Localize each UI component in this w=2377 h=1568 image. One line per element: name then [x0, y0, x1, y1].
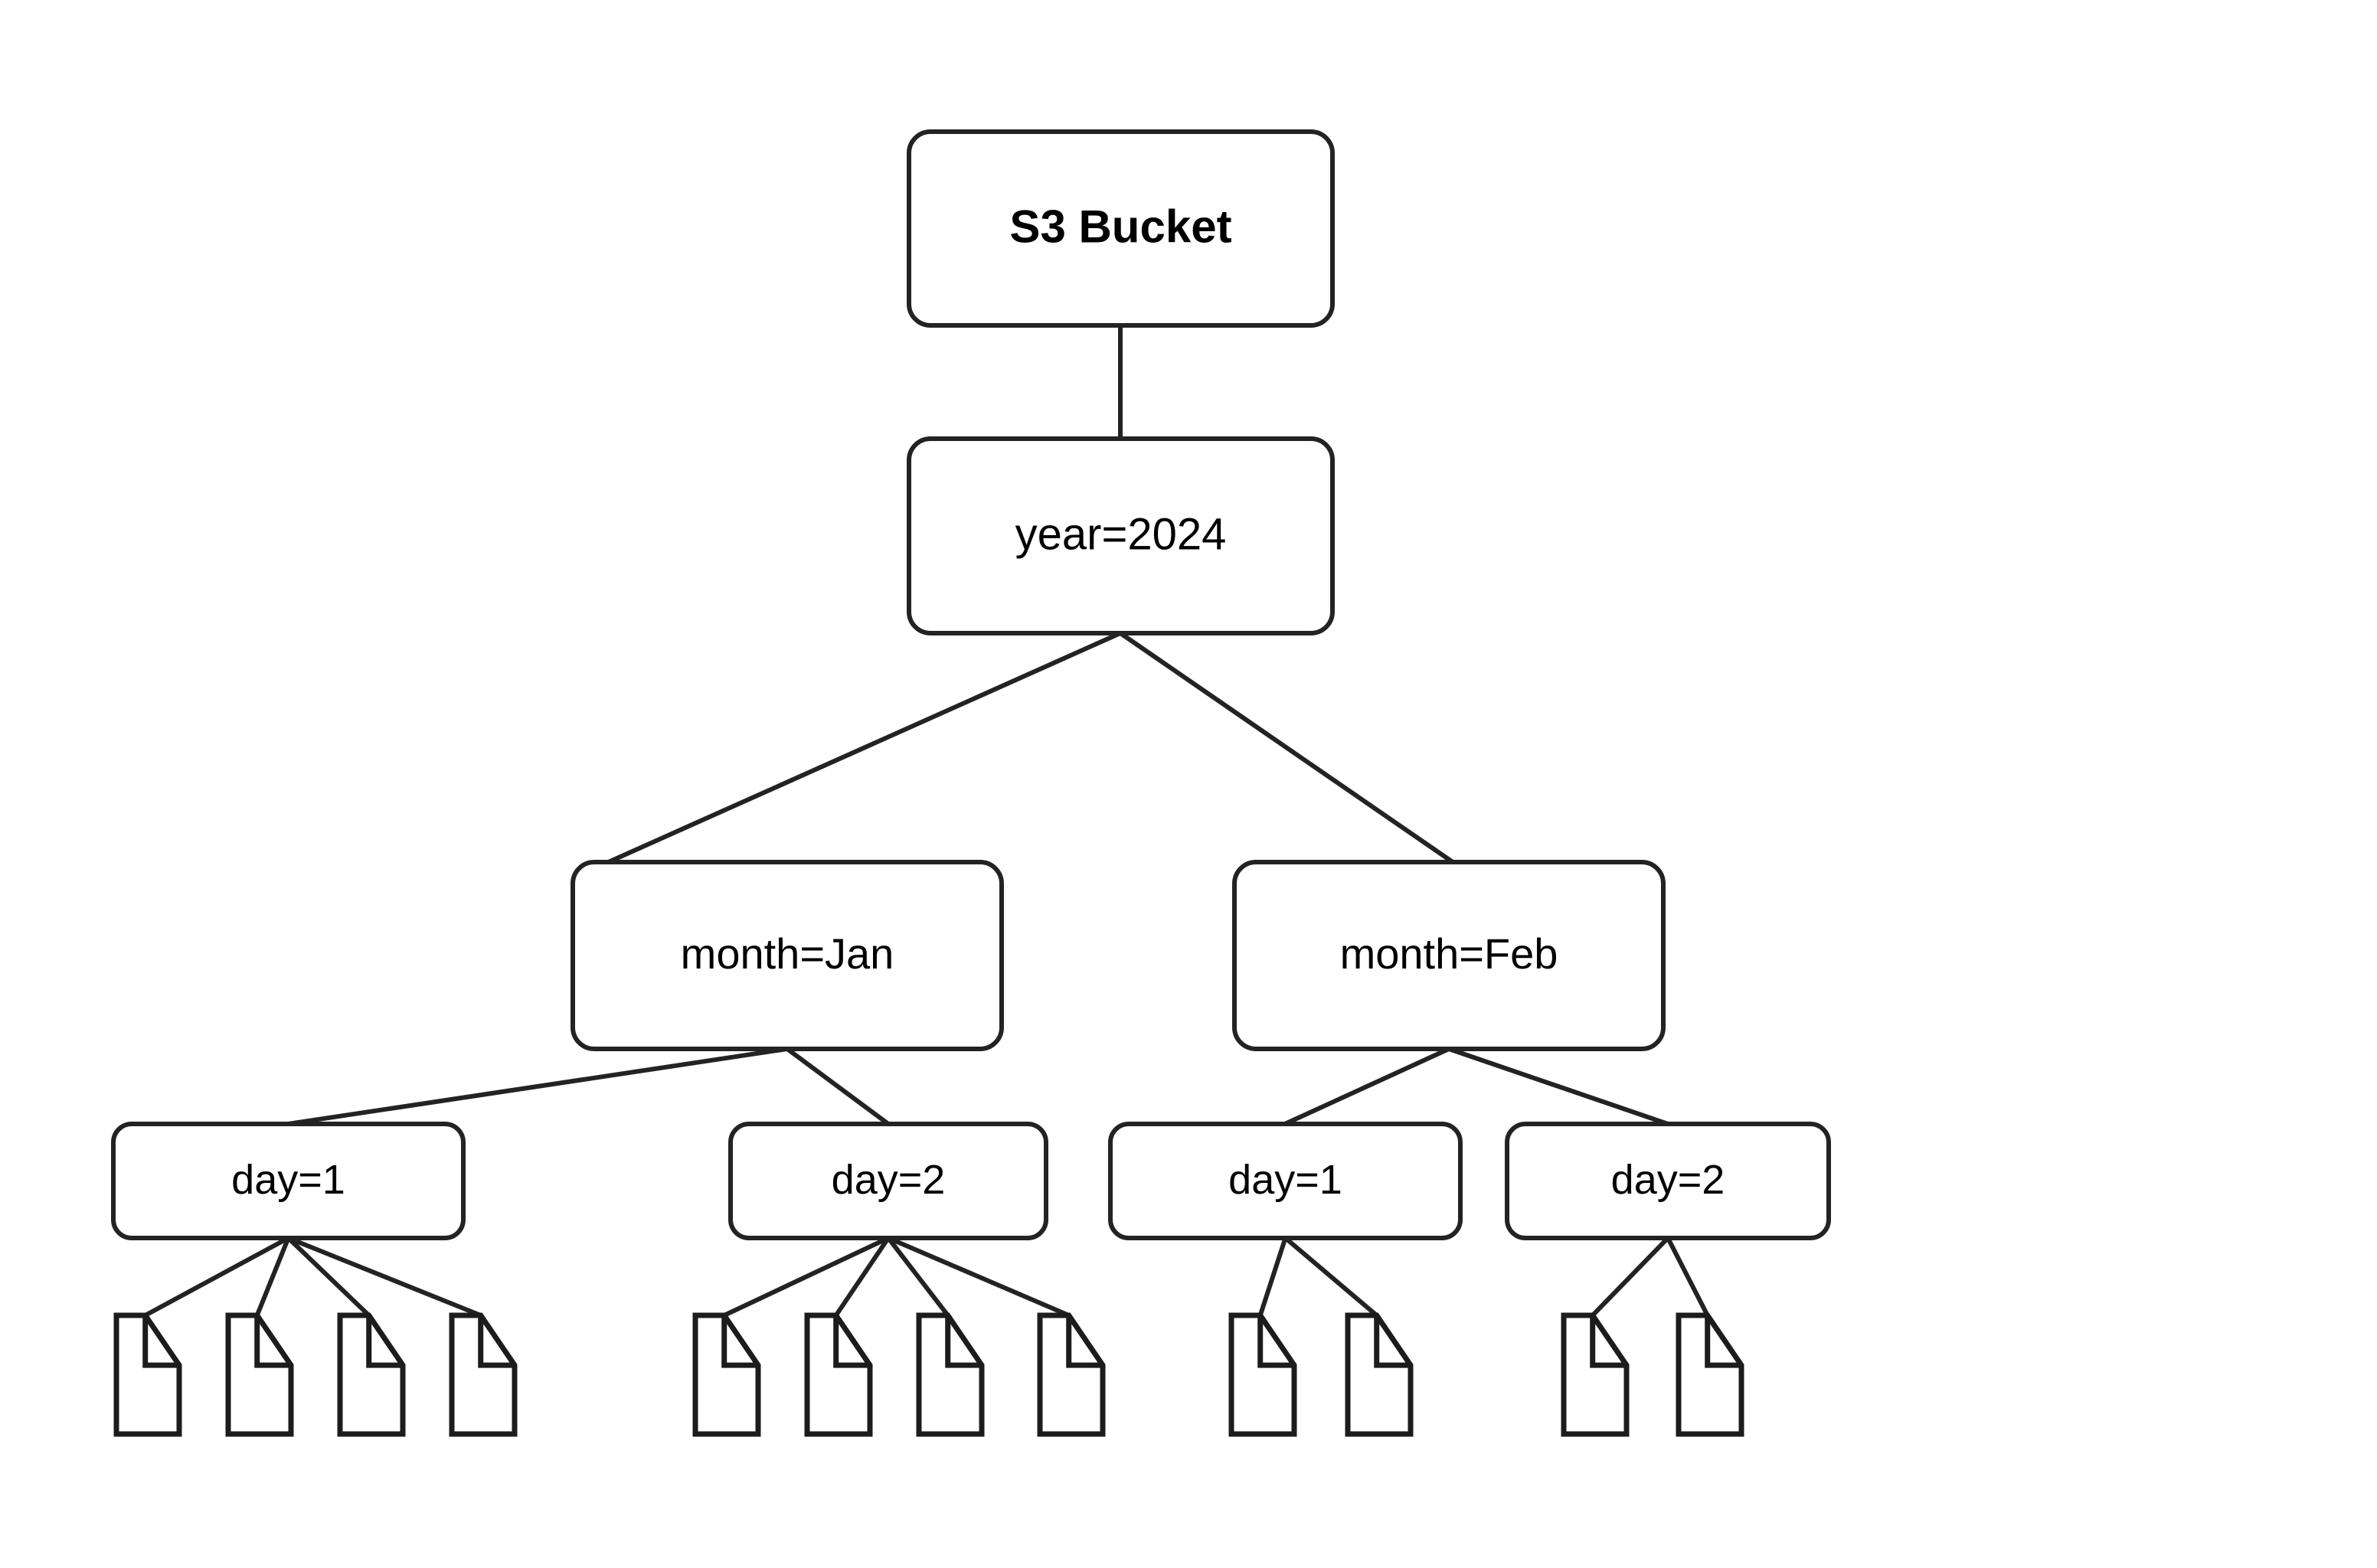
file-document-icon-body [692, 1312, 761, 1437]
file-item-jan-d2-f2 [804, 1312, 873, 1437]
file-document-icon-body [804, 1312, 873, 1437]
file-document-icon-body [1037, 1312, 1106, 1437]
edge-feb-day-2-file-2 [1666, 1236, 1710, 1318]
node-jan-day-1-rect[interactable] [111, 1122, 466, 1240]
file-document-icon-body [1561, 1312, 1630, 1437]
file-item-jan-d1-f3 [337, 1312, 406, 1437]
file-document-icon-fold [1066, 1315, 1103, 1368]
node-jan-day-2-label: day=2 [832, 1157, 946, 1203]
edges-layer [142, 323, 1710, 1318]
node-s3-bucket[interactable]: S3 Bucket [907, 129, 1335, 328]
file-document-icon-body [1345, 1312, 1414, 1437]
node-feb-day-1-rect[interactable] [1108, 1122, 1463, 1240]
file-item-feb-d2-f1 [1561, 1312, 1630, 1437]
node-year-2024[interactable]: year=2024 [907, 436, 1335, 635]
file-document-icon-body [1228, 1312, 1297, 1437]
file-document-icon-fold [833, 1315, 870, 1368]
edge-jan-day-1-file-1 [142, 1236, 291, 1318]
file-item-jan-d1-f2 [225, 1312, 294, 1437]
node-s3-bucket-label: S3 Bucket [1009, 201, 1231, 252]
edge-year-feb [1118, 631, 1457, 866]
node-feb-day-2[interactable]: day=2 [1505, 1122, 1831, 1240]
file-document-icon-fold [1590, 1315, 1627, 1368]
node-jan-day-2-rect[interactable] [728, 1122, 1048, 1240]
edge-jan-day-2-file-3 [886, 1236, 950, 1318]
node-month-jan-label: month=Jan [681, 929, 894, 978]
file-document-icon-body [916, 1312, 985, 1437]
node-month-jan[interactable]: month=Jan [571, 860, 1004, 1051]
file-item-jan-d2-f1 [692, 1312, 761, 1437]
nodes-layer: S3 Bucket year=2024 month=Jan day=1 day=2 mon… [111, 129, 1831, 1240]
edge-jan-day-2-file-2 [833, 1236, 891, 1318]
edge-jan-day-2-file-4 [886, 1236, 1071, 1318]
node-s3-bucket-rect[interactable] [907, 129, 1335, 328]
node-feb-day-2-label: day=2 [1611, 1157, 1725, 1203]
file-item-feb-d2-f2 [1676, 1312, 1744, 1437]
edge-year-jan [603, 631, 1123, 866]
file-document-icon-fold [366, 1315, 403, 1368]
file-document-icon-fold [945, 1315, 982, 1368]
edge-feb-day-1-file-2 [1283, 1236, 1379, 1318]
node-jan-day-1[interactable]: day=1 [111, 1122, 466, 1240]
file-document-icon-body [337, 1312, 406, 1437]
file-document-icon-fold [142, 1315, 179, 1368]
file-document-icon-fold [721, 1315, 758, 1368]
node-month-feb-label: month=Feb [1340, 929, 1558, 978]
file-item-feb-d1-f2 [1345, 1312, 1414, 1437]
node-feb-day-1-label: day=1 [1228, 1157, 1342, 1203]
file-document-icon-fold [1705, 1315, 1741, 1368]
edge-jan-day-1-file-4 [286, 1236, 483, 1318]
edge-jan-day2 [785, 1047, 891, 1126]
file-document-icon-body [449, 1312, 518, 1437]
node-month-feb[interactable]: month=Feb [1232, 860, 1666, 1051]
file-item-jan-d2-f3 [916, 1312, 985, 1437]
edge-feb-day-2-file-1 [1590, 1236, 1670, 1318]
file-document-icon-fold [254, 1315, 291, 1368]
edge-feb-day-1-file-1 [1257, 1236, 1288, 1318]
node-month-feb-rect[interactable] [1232, 860, 1666, 1051]
node-jan-day-2[interactable]: day=2 [728, 1122, 1048, 1240]
edge-feb-day2 [1447, 1047, 1670, 1126]
file-document-icon-fold [478, 1315, 515, 1368]
file-item-jan-d1-f1 [113, 1312, 182, 1437]
files-layer [113, 1312, 1744, 1437]
node-year-2024-rect[interactable] [907, 436, 1335, 635]
file-item-jan-d1-f4 [449, 1312, 518, 1437]
file-document-icon-fold [1257, 1315, 1294, 1368]
node-feb-day-1[interactable]: day=1 [1108, 1122, 1463, 1240]
file-document-icon-fold [1374, 1315, 1411, 1368]
edge-jan-day1 [286, 1047, 790, 1126]
node-feb-day-2-rect[interactable] [1505, 1122, 1831, 1240]
edge-feb-day1 [1283, 1047, 1451, 1126]
file-document-icon-body [1676, 1312, 1744, 1437]
file-document-icon-body [113, 1312, 182, 1437]
edge-jan-day-1-file-2 [254, 1236, 291, 1318]
file-item-jan-d2-f4 [1037, 1312, 1106, 1437]
node-month-jan-rect[interactable] [571, 860, 1004, 1051]
file-document-icon-body [225, 1312, 294, 1437]
file-item-feb-d1-f1 [1228, 1312, 1297, 1437]
node-year-2024-label: year=2024 [1015, 509, 1227, 559]
node-jan-day-1-label: day=1 [231, 1157, 345, 1203]
edge-jan-day-1-file-3 [286, 1236, 371, 1318]
edge-jan-day-2-file-1 [721, 1236, 891, 1318]
